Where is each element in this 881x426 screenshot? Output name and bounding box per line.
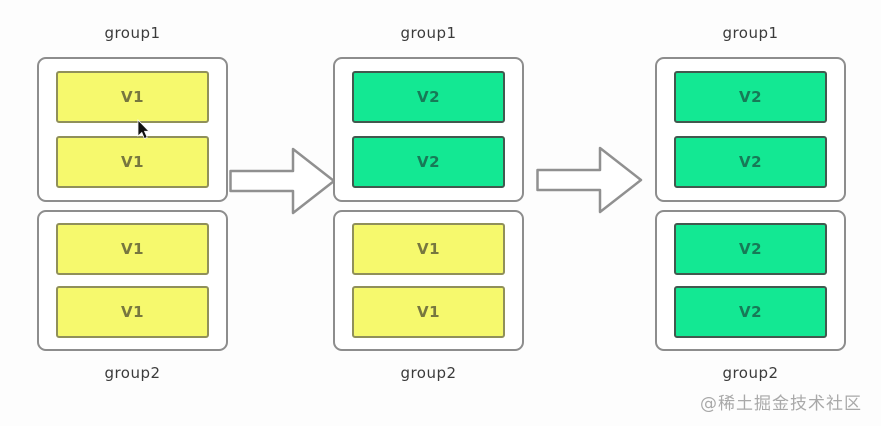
group-container: V2 V2 [333, 57, 524, 202]
group-label: group2 [104, 364, 161, 382]
version-box: V1 [352, 223, 505, 275]
watermark: @稀土掘金技术社区 [700, 394, 862, 414]
version-box: V2 [674, 223, 827, 275]
version-label: V1 [120, 88, 145, 107]
version-box: V1 [56, 135, 209, 188]
right-arrow-icon [536, 146, 643, 214]
group-label: group1 [722, 24, 779, 42]
group-label: group2 [722, 364, 779, 382]
version-label: V1 [120, 152, 145, 171]
version-box: V1 [56, 286, 209, 338]
version-label: V1 [120, 303, 145, 321]
right-arrow-icon [229, 147, 336, 215]
group-container: V1 V1 [333, 210, 524, 351]
version-box: V2 [352, 71, 505, 124]
group-container: V2 V2 [655, 210, 846, 351]
version-label: V1 [416, 240, 441, 258]
stage-column-2: group1 V2 V2 V1 V1 group2 [333, 24, 524, 382]
version-box: V2 [674, 135, 827, 188]
version-label: V2 [738, 240, 763, 258]
version-box: V2 [674, 286, 827, 338]
version-label: V2 [738, 88, 763, 107]
group-container: V1 V1 [37, 210, 228, 351]
version-box: V1 [56, 223, 209, 275]
version-label: V2 [738, 152, 763, 171]
version-label: V2 [416, 152, 441, 171]
group-container: V2 V2 [655, 57, 846, 202]
stage-column-1: group1 V1 V1 V1 V1 group2 [37, 24, 228, 382]
stage-column-3: group1 V2 V2 V2 V2 group2 [655, 24, 846, 382]
mouse-cursor-icon [137, 119, 150, 140]
version-box: V1 [56, 71, 209, 124]
version-label: V1 [416, 303, 441, 321]
group-label: group2 [400, 364, 457, 382]
group-label: group1 [400, 24, 457, 42]
version-box: V1 [352, 286, 505, 338]
version-box: V2 [352, 135, 505, 188]
version-label: V1 [120, 240, 145, 258]
version-box: V2 [674, 71, 827, 124]
version-label: V2 [738, 303, 763, 321]
version-label: V2 [416, 88, 441, 107]
group-container: V1 V1 [37, 57, 228, 202]
group-label: group1 [104, 24, 161, 42]
